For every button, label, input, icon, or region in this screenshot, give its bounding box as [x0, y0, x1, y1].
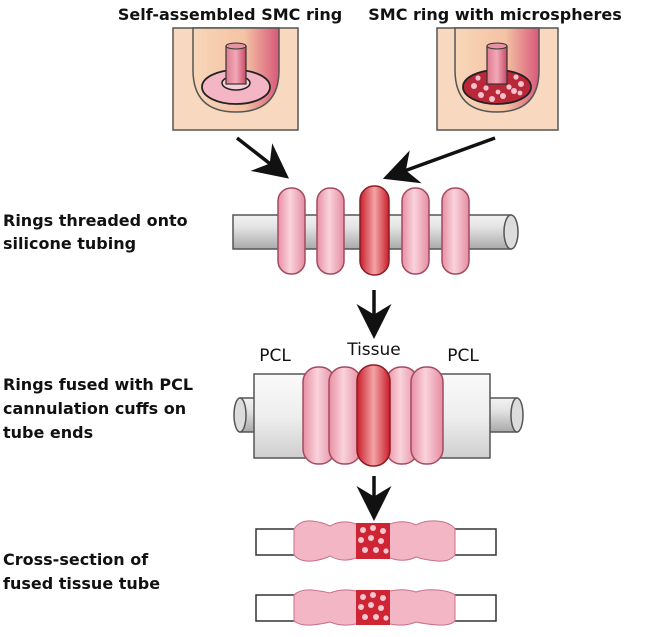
- fused-ring-2: [328, 366, 362, 465]
- microspheres-dots: [471, 74, 524, 102]
- ring-4: [401, 187, 430, 275]
- fused-ring-microsphere: [356, 364, 391, 467]
- arrow-right-to-tubing: [382, 136, 496, 184]
- step-fused-label: Rings fused with PCL cannulation cuffs o…: [3, 375, 199, 442]
- fused-ring-5: [410, 366, 444, 465]
- pcl-left-label: PCL: [259, 346, 291, 366]
- step-threaded-label: Rings threaded onto silicone tubing: [3, 211, 193, 253]
- cross-section-upper: [255, 520, 497, 562]
- mold-post-right: [486, 45, 508, 85]
- header-right-label: SMC ring with microspheres: [368, 5, 621, 24]
- header-left-label: Self-assembled SMC ring: [118, 5, 342, 24]
- tissue-label: Tissue: [346, 340, 401, 360]
- mold-post-left: [225, 45, 247, 85]
- threaded-rings-figure: [232, 185, 519, 276]
- ring-microsphere: [359, 185, 390, 276]
- arrow-left-to-tubing: [235, 136, 290, 179]
- pcl-right-label: PCL: [447, 346, 479, 366]
- ring-2: [316, 187, 345, 275]
- mold-well-left: [172, 27, 299, 131]
- ring-5: [441, 187, 470, 275]
- pcl-cuff-left: [253, 373, 311, 459]
- mold-well-right: [436, 27, 559, 131]
- step-cross-section-label: Cross-section of fused tissue tube: [3, 550, 160, 593]
- ring-1: [277, 187, 306, 275]
- cross-section-lower: [255, 589, 497, 626]
- pcl-cuff-right: [434, 373, 491, 459]
- fused-rings-figure: [233, 364, 524, 467]
